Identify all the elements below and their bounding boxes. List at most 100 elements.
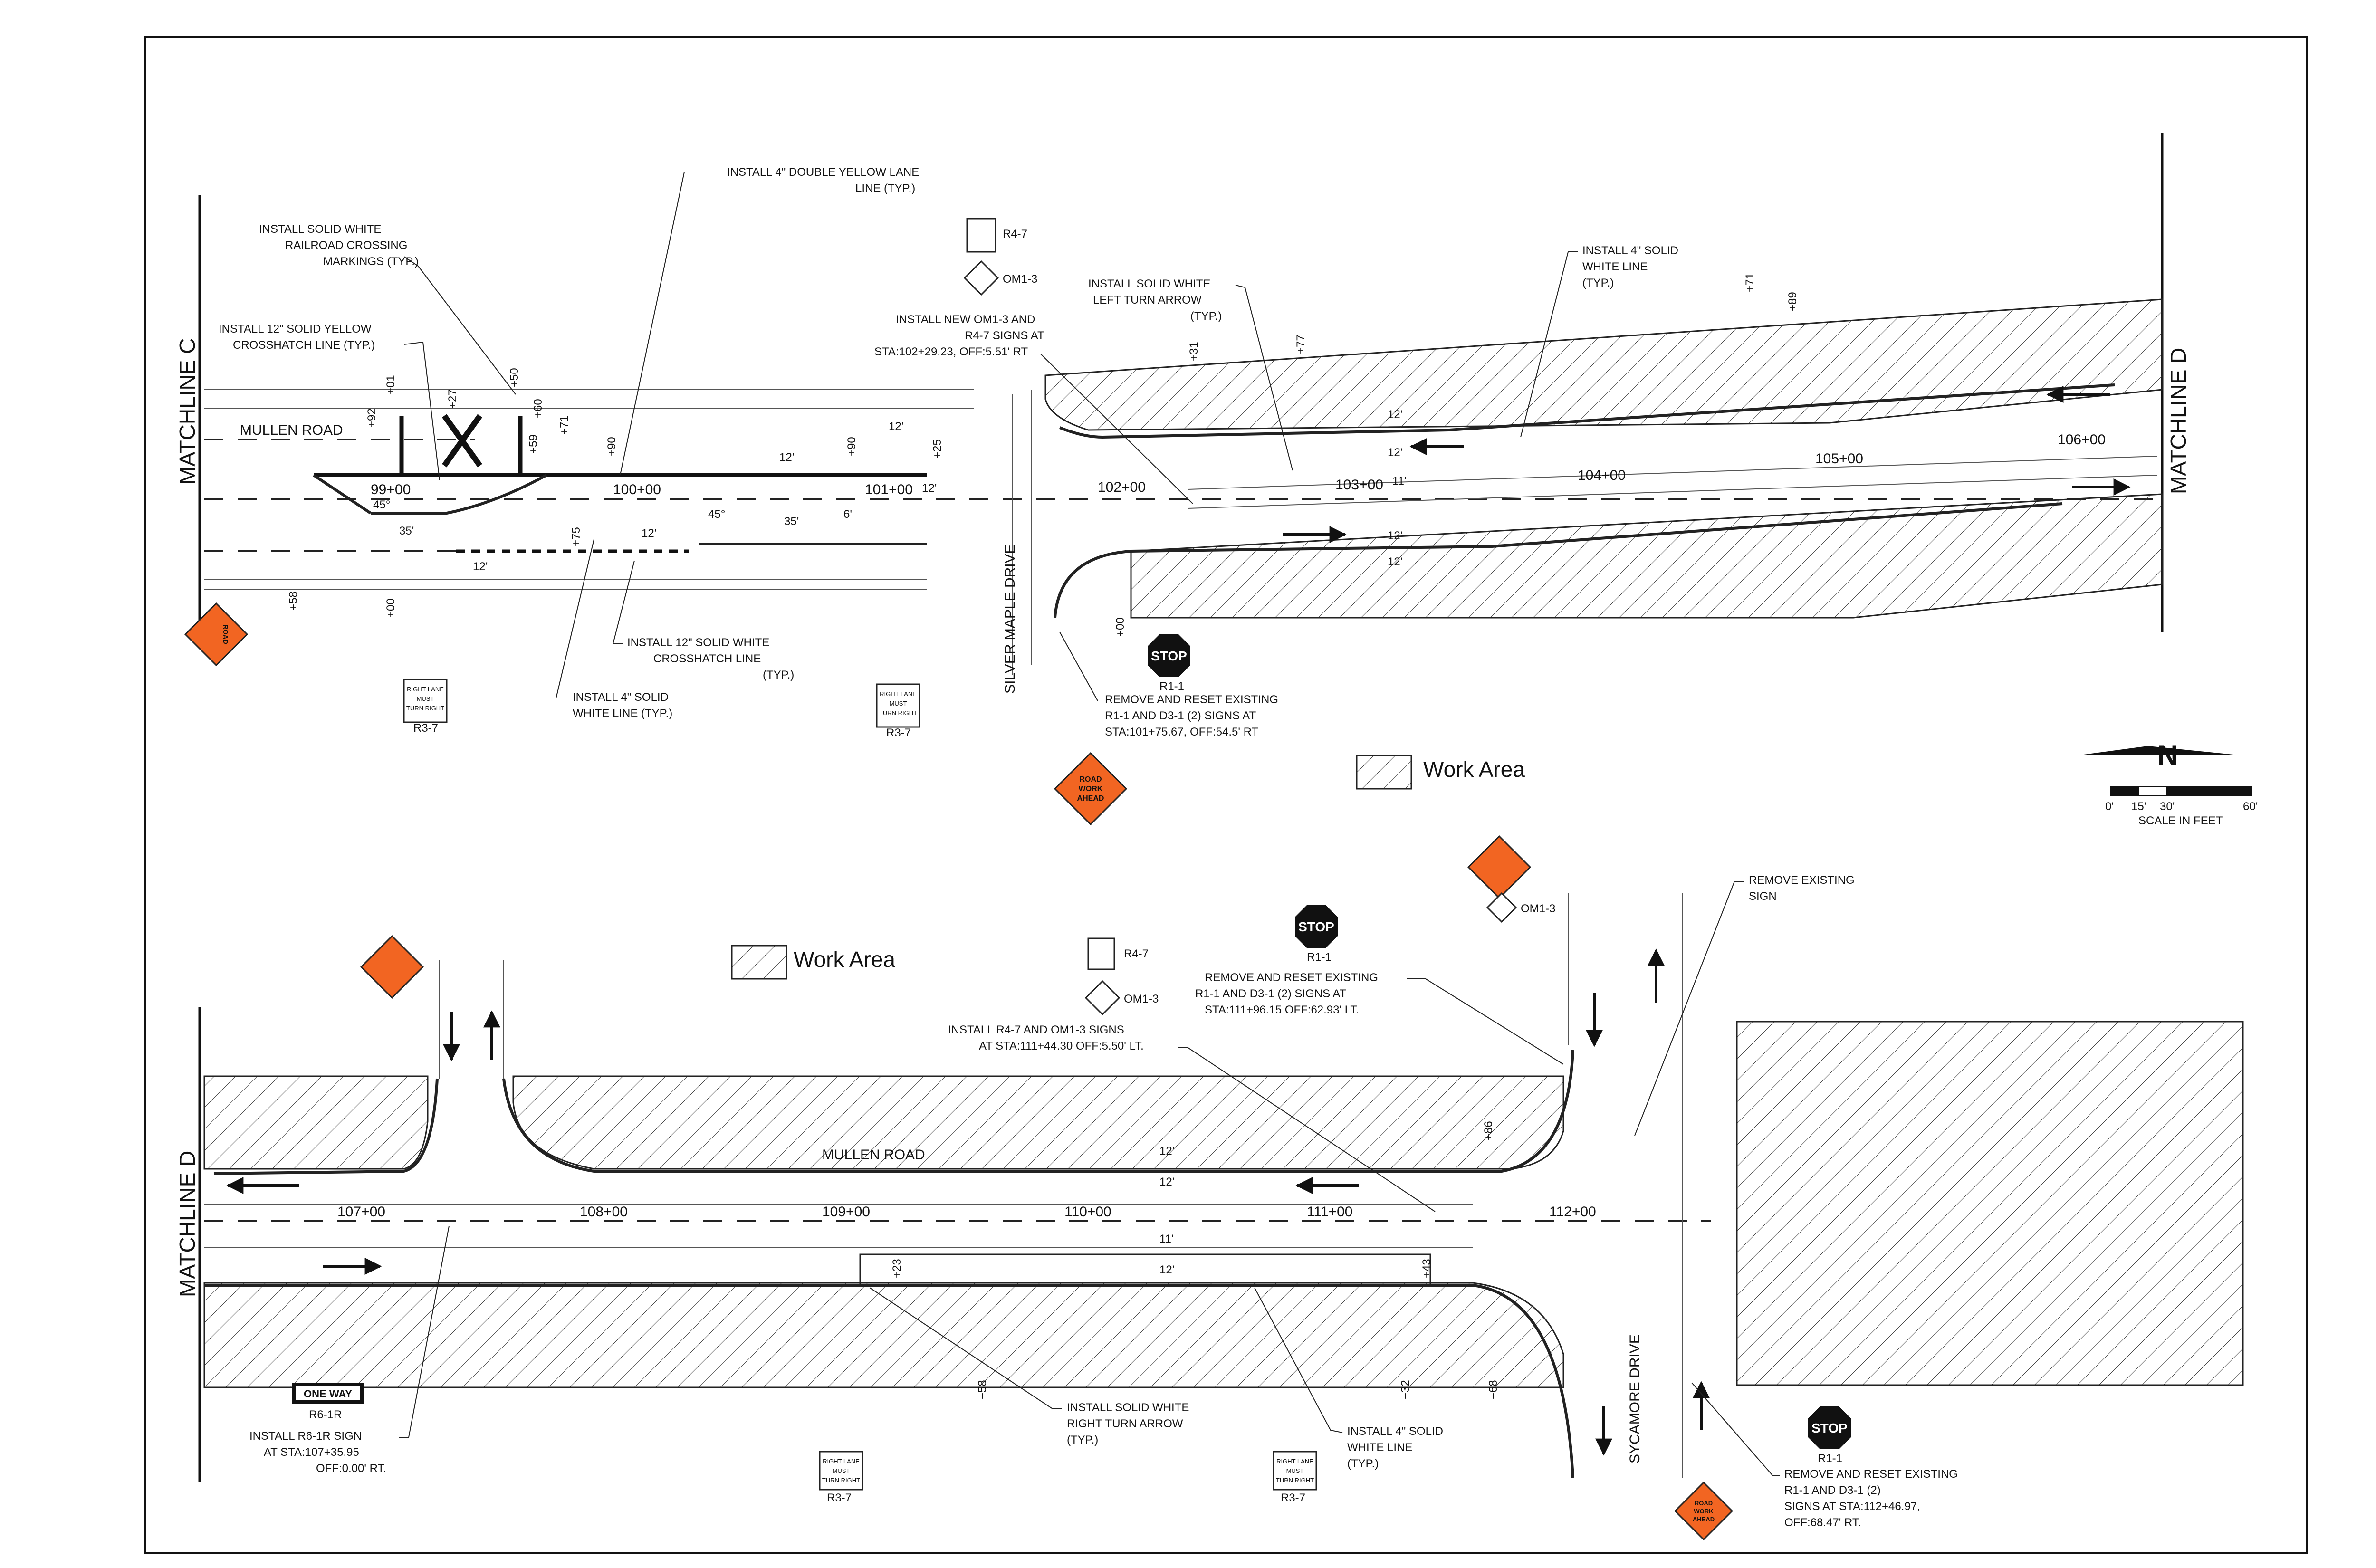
sign-code: R3-7 xyxy=(1281,1492,1305,1504)
note-line: SIGN xyxy=(1749,890,1777,903)
sheet-border xyxy=(144,36,2308,1554)
station-label: 108+00 xyxy=(580,1204,628,1220)
note-line: STA:101+75.67, OFF:54.5' RT xyxy=(1105,726,1259,738)
note-line: CROSSHATCH LINE xyxy=(653,652,761,665)
note-line: INSTALL SOLID WHITE xyxy=(1067,1401,1189,1414)
work-area-nw xyxy=(203,1075,429,1170)
bottom-plan: 107+00 108+00 109+00 110+00 111+00 112+0… xyxy=(175,835,2244,1541)
note-white-line-left: INSTALL 4" SOLID WHITE LINE (TYP.) xyxy=(573,691,672,720)
note-r6-1r: INSTALL R6-1R SIGN AT STA:107+35.95 OFF:… xyxy=(249,1430,386,1475)
dim-label: 12' xyxy=(779,451,794,464)
offset-label: +77 xyxy=(1294,335,1307,354)
note-line: CROSSHATCH LINE (TYP.) xyxy=(233,339,375,352)
white-edge-line xyxy=(502,1050,1574,1173)
sign-text: MUST xyxy=(890,700,907,707)
note-line: RAILROAD CROSSING xyxy=(285,239,407,252)
dim-label: 35' xyxy=(784,515,799,528)
leader-line xyxy=(556,539,594,699)
road-work-sign: ROAD WORK AHEAD xyxy=(1054,752,1128,826)
offset-label: +58 xyxy=(976,1380,989,1399)
offset-label: +00 xyxy=(1114,617,1127,637)
white-edge-line xyxy=(1059,383,2115,439)
sign-text: RIGHT LANE xyxy=(880,690,917,698)
right-lane-sign: RIGHT LANE MUST TURN RIGHT R3-7 xyxy=(819,1451,863,1504)
note-line: LEFT TURN ARROW xyxy=(1093,294,1202,306)
dim-label: 45° xyxy=(708,508,725,521)
station-label: 111+00 xyxy=(1307,1204,1353,1220)
offset-label: +31 xyxy=(1188,342,1200,361)
sign-code: R4-7 xyxy=(1003,228,1027,240)
note-line: REMOVE AND RESET EXISTING xyxy=(1205,971,1378,984)
sign-text: TURN RIGHT xyxy=(879,709,917,717)
stop-sign: STOP R1-1 xyxy=(1295,905,1338,964)
leader-line xyxy=(1040,354,1193,504)
dim-label: 6' xyxy=(843,508,852,521)
leader-line xyxy=(1634,881,1744,1136)
note-white-line-bottom: INSTALL 4" SOLID WHITE LINE (TYP.) xyxy=(1347,1425,1443,1470)
sign-text: TURN RIGHT xyxy=(406,705,444,712)
sign-code: OM1-3 xyxy=(1124,993,1159,1005)
note-line: (TYP.) xyxy=(1582,277,1614,289)
dim-label: 11' xyxy=(1159,1233,1174,1245)
scale-tick: 0' xyxy=(2105,800,2114,813)
sign-code: R3-7 xyxy=(413,722,438,735)
note-line: REMOVE AND RESET EXISTING xyxy=(1784,1468,1958,1481)
road-name-silver-maple: SILVER MAPLE DRIVE xyxy=(1002,544,1018,694)
note-left-turn-arrow: INSTALL SOLID WHITE LEFT TURN ARROW (TYP… xyxy=(1088,277,1222,323)
sign-code: R1-1 xyxy=(1159,680,1184,693)
sign-text: AHEAD xyxy=(1077,794,1104,803)
scale-tick: 15' xyxy=(2131,800,2146,813)
note-line: INSTALL 12" SOLID YELLOW xyxy=(219,323,372,335)
sign-text: RIGHT LANE xyxy=(823,1458,860,1465)
sign-text: TURN RIGHT xyxy=(822,1477,860,1484)
offset-label: +27 xyxy=(446,389,459,409)
leader-line xyxy=(612,560,635,644)
road-work-sign xyxy=(1467,835,1532,899)
station-label: 103+00 xyxy=(1335,477,1383,493)
note-rr-markings: INSTALL SOLID WHITE RAILROAD CROSSING MA… xyxy=(259,223,419,268)
note-line: INSTALL NEW OM1-3 AND xyxy=(896,313,1035,326)
note-line: R1-1 AND D3-1 (2) SIGNS AT xyxy=(1105,709,1256,722)
offset-label: +90 xyxy=(605,437,618,456)
leader-line xyxy=(403,256,516,395)
sign-code: R3-7 xyxy=(886,727,911,739)
offset-label: +71 xyxy=(1744,273,1756,292)
sign-text: AHEAD xyxy=(1693,1516,1715,1523)
legend-swatch xyxy=(731,945,787,980)
dim-label: 12' xyxy=(1159,1145,1174,1157)
offset-label: +90 xyxy=(845,437,858,456)
top-plan: 99+00 100+00 101+00 102+00 103+00 104+00… xyxy=(175,133,2258,827)
scale-tick: 60' xyxy=(2243,800,2258,813)
offset-label: +23 xyxy=(891,1259,903,1278)
note-line: WHITE LINE xyxy=(1347,1441,1412,1454)
dim-label: 12' xyxy=(1159,1176,1174,1188)
offset-label: +00 xyxy=(384,598,397,618)
station-label: 106+00 xyxy=(2058,432,2106,448)
r4-7-sign: R4-7 xyxy=(966,218,1027,253)
road-work-sign xyxy=(360,935,424,999)
stop-sign: STOP R1-1 xyxy=(1148,634,1190,693)
note-reset-r11-a: REMOVE AND RESET EXISTING R1-1 AND D3-1 … xyxy=(1195,971,1378,1016)
station-label: 102+00 xyxy=(1098,479,1146,495)
station-label: 109+00 xyxy=(822,1204,870,1220)
note-line: (TYP.) xyxy=(1067,1434,1098,1446)
dim-label: 11' xyxy=(1392,475,1407,488)
one-way-sign: ONE WAY R6-1R xyxy=(292,1383,364,1421)
note-line: SIGNS AT STA:112+46.97, xyxy=(1784,1500,1920,1513)
offset-label: +60 xyxy=(532,399,545,418)
leader-line xyxy=(1691,1382,1780,1476)
note-line: RIGHT TURN ARROW xyxy=(1067,1417,1183,1430)
rr-x-marking xyxy=(442,414,482,468)
dimensions-top: 12' 12' 12' 12' 12' 35' 35' 6' 45° 45° 1… xyxy=(373,408,1407,573)
north-arrow: N xyxy=(2077,739,2243,771)
sign-code: R1-1 xyxy=(1307,951,1332,964)
sign-text: ROAD xyxy=(1079,775,1102,784)
sign-text: WORK xyxy=(1694,1508,1714,1515)
note-line: R4-7 SIGNS AT xyxy=(965,329,1044,342)
offset-label: +92 xyxy=(365,408,378,428)
station-offsets-top: +92 +01 +27 +50 +60 +59 +71 +90 +75 +00 … xyxy=(287,273,1799,637)
dim-label: 12' xyxy=(889,420,903,433)
dim-label: 12' xyxy=(1388,529,1402,542)
offset-label: +25 xyxy=(931,439,944,459)
